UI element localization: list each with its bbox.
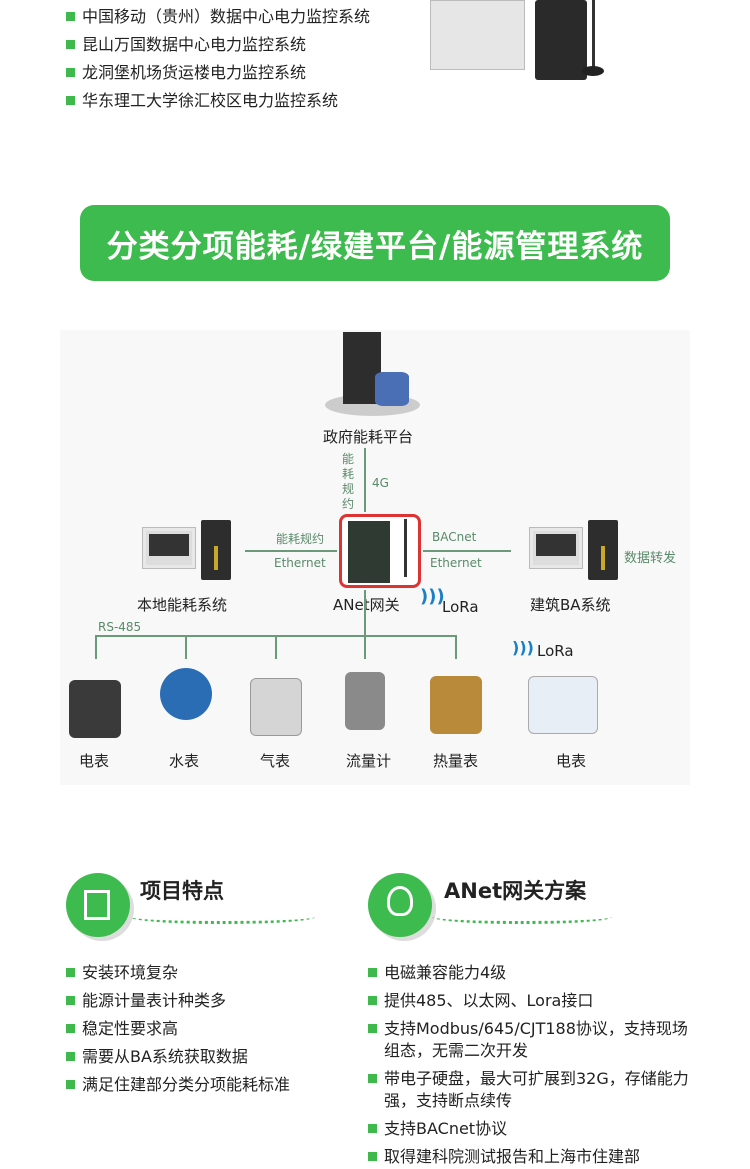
device-label: 水表 <box>169 752 200 770</box>
gateway-device <box>339 514 421 588</box>
wireless-icon: ))) <box>512 638 534 657</box>
device-label: 流量计 <box>346 752 392 770</box>
local-system-label: 本地能耗系统 <box>137 596 228 614</box>
lora-label: LoRa <box>537 642 574 660</box>
features-title: 项目特点 <box>140 879 224 903</box>
gateway-label: ANet网关 <box>333 596 400 614</box>
case-item: 昆山万国数据中心电力监控系统 <box>66 34 306 56</box>
solution-item: 支持BACnet协议 <box>368 1118 507 1140</box>
device-label: 电表 <box>79 752 110 770</box>
feature-item: 安装环境复杂 <box>66 962 178 984</box>
ba-system-label: 建筑BA系统 <box>530 596 611 614</box>
gas-meter-icon <box>250 678 302 736</box>
heat-meter-icon <box>430 676 482 734</box>
lightbulb-icon <box>368 873 432 937</box>
local-pc-icon <box>143 520 233 582</box>
case-item: 华东理工大学徐汇校区电力监控系统 <box>66 90 338 112</box>
up-protocol-label: 能耗规约 <box>342 452 355 511</box>
solution-item: 提供485、以太网、Lora接口 <box>368 990 593 1012</box>
device-label: 气表 <box>260 752 291 770</box>
document-icon <box>66 873 130 937</box>
left-link-label: Ethernet <box>274 556 326 570</box>
device-label: 热量表 <box>433 752 479 770</box>
right-link-label: Ethernet <box>430 556 482 570</box>
case-item: 龙洞堡机场货运楼电力监控系统 <box>66 62 306 84</box>
electric-meter-icon <box>69 680 121 738</box>
lora-label: LoRa <box>442 598 479 616</box>
device-label: 电表 <box>556 752 587 770</box>
solution-item: 取得建科院测试报告和上海市住建部 <box>368 1146 640 1168</box>
feature-item: 能源计量表计种类多 <box>66 990 226 1012</box>
feature-item: 需要从BA系统获取数据 <box>66 1046 248 1068</box>
ba-pc-icon <box>530 520 620 582</box>
wireless-meter-icon <box>528 676 598 734</box>
gov-platform-label: 政府能耗平台 <box>323 428 414 446</box>
forward-label: 数据转发 <box>624 551 677 566</box>
solution-item: 电磁兼容能力4级 <box>368 962 506 984</box>
water-meter-icon <box>160 668 212 720</box>
feature-item: 稳定性要求高 <box>66 1018 178 1040</box>
section-banner: 分类分项能耗/绿建平台/能源管理系统 <box>80 205 670 281</box>
up-link-label: 4G <box>372 476 389 490</box>
feature-item: 满足住建部分类分项能耗标准 <box>66 1074 290 1096</box>
solution-item: 支持Modbus/645/CJT188协议，支持现场组态，无需二次开发 <box>368 1018 698 1062</box>
product-image <box>430 0 604 82</box>
flow-meter-icon <box>345 672 385 730</box>
right-protocol-label: BACnet <box>432 530 477 544</box>
solution-title: ANet网关方案 <box>444 879 587 903</box>
server-icon <box>325 332 420 417</box>
left-protocol-label: 能耗规约 <box>276 532 325 546</box>
wireless-icon: ))) <box>420 586 445 607</box>
solution-item: 带电子硬盘，最大可扩展到32G，存储能力强，支持断点续传 <box>368 1068 698 1112</box>
bus-label: RS-485 <box>98 620 142 634</box>
case-item: 中国移动（贵州）数据中心电力监控系统 <box>66 6 370 28</box>
